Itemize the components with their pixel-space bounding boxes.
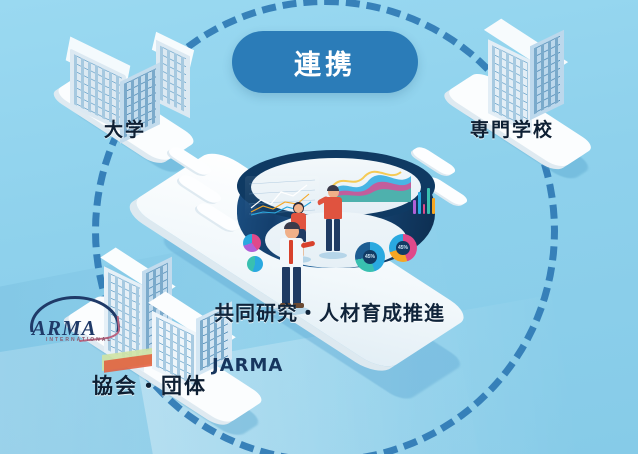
university-windows-right: [160, 45, 186, 113]
ring-pie-chip-1: [243, 234, 261, 252]
university-label: 大学: [104, 119, 147, 141]
ring-line-chart-svg: [248, 179, 316, 216]
ring-pie-chip-2: [247, 256, 263, 272]
arma-logo-text: ARMA: [32, 316, 97, 340]
ring-donut-hole-2: 45%: [396, 241, 410, 255]
vocational-windows-side: [534, 35, 560, 115]
center-label: 共同研究・人材育成推進: [214, 301, 445, 325]
ring-donut-chart-1: 45%: [355, 242, 385, 272]
dashed-connector-circle: [92, 0, 558, 454]
data-dashboard-ring-icon: 45% 45%: [237, 150, 435, 315]
ring-donut-hole-1: 45%: [362, 249, 378, 265]
collaboration-badge[interactable]: 連携: [232, 31, 418, 93]
associations-label: 協会・団体: [92, 374, 207, 398]
ring-bar-chart: [413, 178, 435, 214]
vocational-side-face: [530, 29, 564, 121]
ring-area-chart-panel: [329, 164, 413, 204]
ring-donut-chart-2: 45%: [389, 234, 417, 262]
ring-area-chart-svg: [330, 170, 411, 202]
ring-donut-label-1: 45%: [364, 253, 375, 260]
office-tower-icon: [470, 18, 570, 135]
arma-logo-tagline: INTERNATIONAL: [46, 337, 113, 343]
collaboration-badge-label: 連携: [294, 49, 356, 81]
arma-logo: ARMA INTERNATIONAL: [26, 296, 122, 348]
jarma-logo-text: JARMA: [212, 355, 284, 376]
vocational-school-label: 専門学校: [470, 119, 555, 141]
ring-line-chart-panel: [245, 176, 319, 220]
ring-donut-label-2: 45%: [397, 244, 408, 251]
